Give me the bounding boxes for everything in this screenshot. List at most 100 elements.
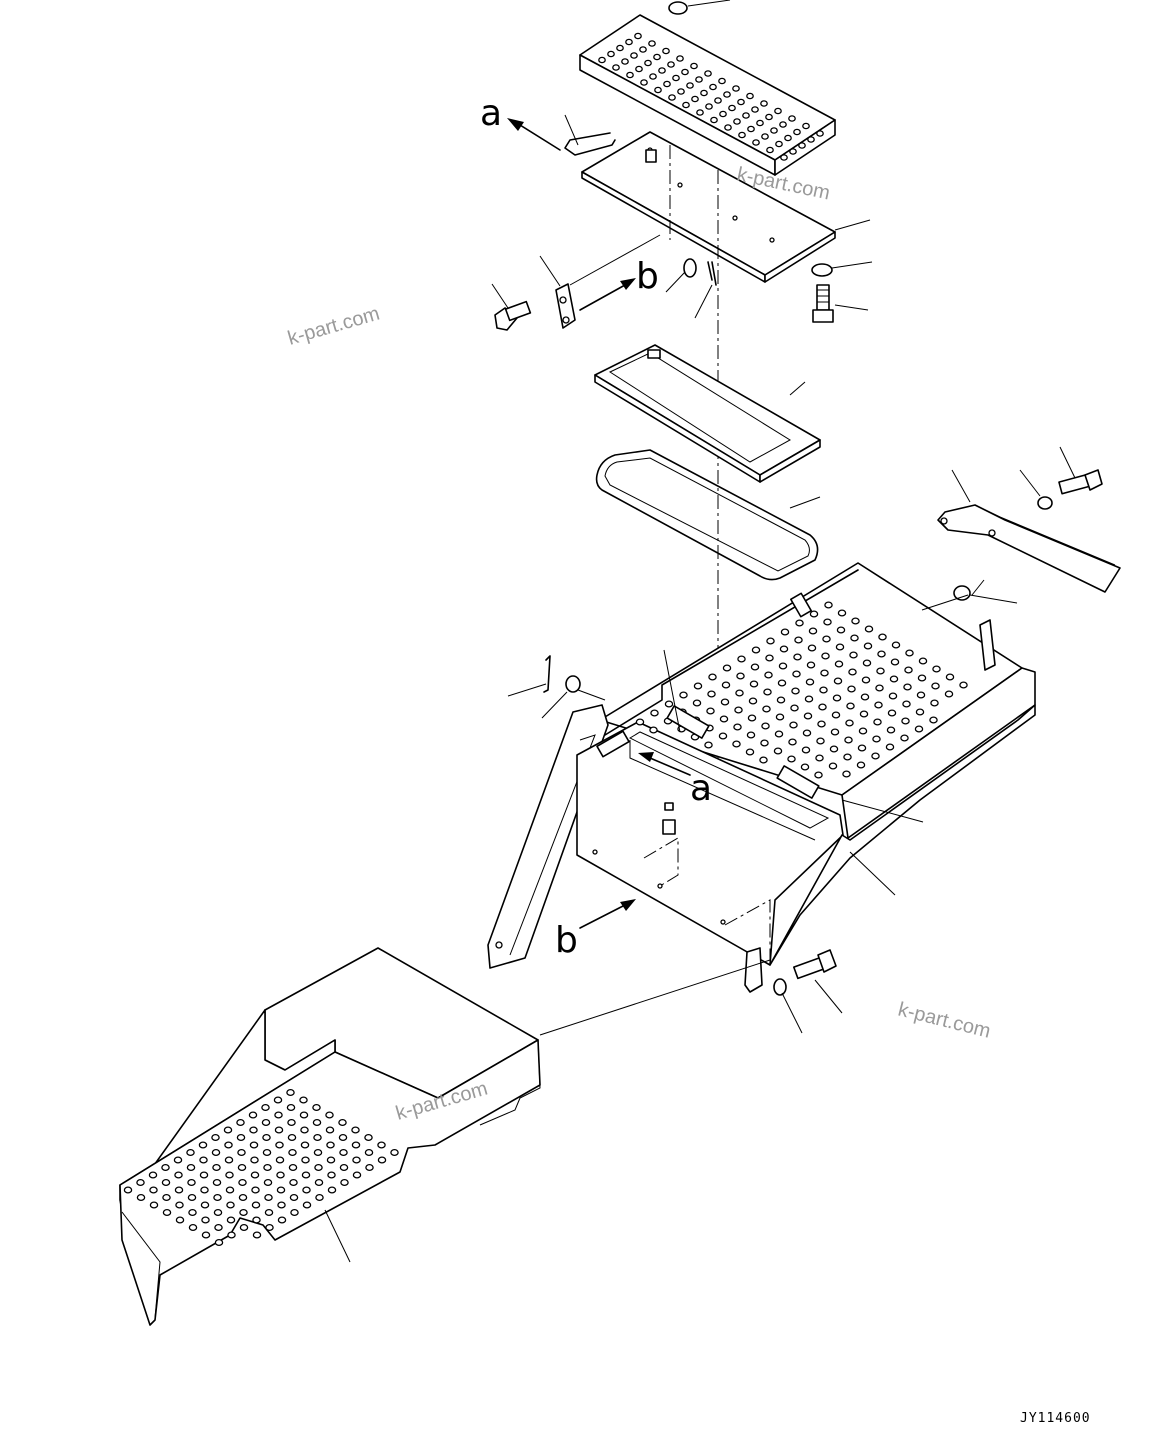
- perforation-hole: [723, 91, 731, 98]
- perforation-hole: [749, 680, 759, 688]
- perforation-hole: [809, 610, 819, 618]
- perforation-hole: [864, 625, 874, 633]
- perforation-hole: [848, 668, 857, 676]
- perforation-hole: [691, 95, 699, 103]
- perforation-hole: [237, 1148, 246, 1157]
- perforation-hole: [803, 712, 813, 720]
- perforation-hole: [161, 1178, 171, 1187]
- perforation-hole: [299, 1111, 309, 1119]
- perforation-hole: [766, 146, 774, 154]
- perforation-hole: [779, 121, 787, 128]
- perforation-hole: [239, 1223, 249, 1232]
- perforation-hole: [212, 1163, 221, 1172]
- perforation-hole: [871, 752, 880, 760]
- perforation-hole: [250, 1156, 259, 1164]
- latch-pin-icon: [564, 132, 616, 156]
- perforation-hole: [889, 675, 899, 683]
- perforation-hole: [339, 1148, 348, 1157]
- clip-washer-icon: [683, 258, 697, 278]
- perforation-hole: [759, 756, 768, 764]
- view-marker-b-top: b: [636, 256, 659, 297]
- perforation-hole: [186, 1148, 195, 1157]
- perforation-hole: [340, 1178, 349, 1187]
- perforation-hole: [751, 646, 761, 654]
- perforation-hole: [795, 619, 804, 627]
- perforation-hole: [312, 1103, 321, 1112]
- perforation-hole: [837, 609, 847, 617]
- perforation-hole: [765, 113, 773, 121]
- perforation-hole: [288, 1148, 297, 1157]
- perforation-hole: [798, 142, 806, 149]
- perforation-hole: [640, 79, 648, 86]
- perforation-hole: [761, 722, 770, 730]
- perforation-hole: [746, 731, 756, 739]
- perforation-hole: [351, 1141, 361, 1149]
- perforation-hole: [252, 1231, 262, 1239]
- perforation-hole: [704, 741, 713, 749]
- perforation-hole: [315, 1193, 324, 1202]
- perforation-hole: [930, 699, 939, 707]
- perforation-hole: [876, 667, 885, 675]
- perforation-hole: [704, 70, 712, 77]
- perforation-hole: [829, 745, 839, 753]
- perforation-hole: [856, 761, 866, 769]
- perforation-hole: [326, 1141, 335, 1149]
- perforation-hole: [787, 755, 796, 763]
- perforation-hole: [696, 109, 704, 116]
- perforation-hole: [800, 763, 810, 771]
- perforation-hole: [174, 1186, 184, 1194]
- perforation-hole: [814, 771, 823, 779]
- perforation-hole: [845, 719, 854, 727]
- perforation-hole: [649, 73, 657, 80]
- perforation-hole: [736, 672, 745, 680]
- perforation-hole: [790, 704, 799, 712]
- perforation-hole: [890, 658, 900, 666]
- perforation-hole: [779, 645, 789, 653]
- perforation-hole: [136, 1193, 146, 1202]
- perforation-hole: [793, 653, 802, 661]
- perforation-hole: [261, 1118, 271, 1127]
- perforation-hole: [123, 1186, 133, 1194]
- perforation-hole: [917, 674, 927, 682]
- perforation-hole: [286, 1103, 296, 1112]
- top-perforated-step: [579, 14, 836, 176]
- perforation-hole: [760, 739, 769, 747]
- perforation-hole: [273, 1096, 283, 1104]
- bracket-bolt-icon: [1058, 469, 1103, 495]
- perforation-hole: [728, 104, 736, 112]
- perforation-hole: [199, 1156, 208, 1164]
- perforation-hole: [789, 721, 798, 729]
- perforation-hole: [161, 1163, 170, 1172]
- perforation-hole: [186, 1163, 196, 1172]
- perforation-hole: [751, 106, 759, 113]
- perforation-hole: [326, 1156, 336, 1164]
- perforation-hole: [801, 746, 811, 754]
- perforation-hole: [775, 140, 783, 148]
- perforation-hole: [635, 718, 645, 726]
- perforation-hole: [364, 1148, 374, 1157]
- perforation-hole: [834, 660, 844, 668]
- top-washer-icon: [668, 1, 688, 15]
- perforation-hole: [807, 644, 817, 652]
- perforation-hole: [849, 651, 858, 659]
- perforation-hole: [352, 1171, 362, 1179]
- perforation-hole: [654, 86, 662, 94]
- perforation-hole: [226, 1201, 235, 1209]
- perforation-hole: [818, 703, 827, 711]
- perforation-hole: [264, 1208, 274, 1217]
- perforation-hole: [224, 1141, 233, 1149]
- perforation-hole: [352, 1156, 361, 1164]
- perforation-hole: [252, 1216, 261, 1224]
- hex-bolt-icon: [494, 300, 532, 331]
- perforation-hole: [686, 82, 694, 89]
- view-marker-a-box: a: [690, 768, 712, 809]
- perforation-hole: [828, 762, 838, 770]
- perforation-hole: [302, 1186, 311, 1194]
- perforation-hole: [621, 58, 629, 65]
- perforation-hole: [765, 654, 774, 662]
- perforation-hole: [735, 689, 744, 697]
- perforation-hole: [877, 650, 886, 658]
- perforation-hole: [211, 1133, 220, 1142]
- perforation-hole: [199, 1171, 209, 1179]
- washer-icon: [811, 263, 833, 277]
